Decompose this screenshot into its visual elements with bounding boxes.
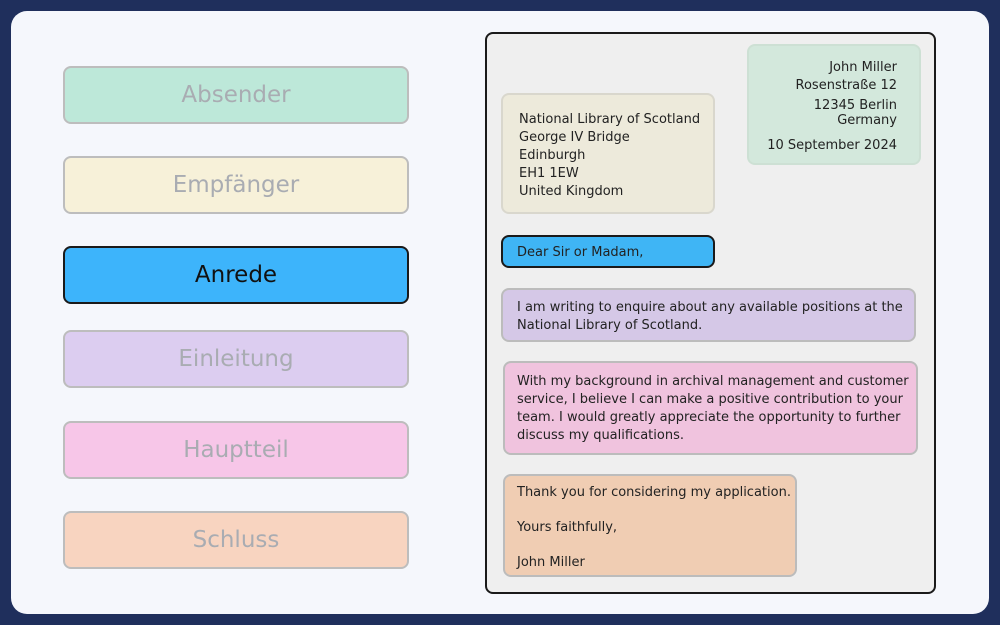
nav-button-label: Absender <box>181 82 291 108</box>
recipient-line: George IV Bridge <box>519 130 630 145</box>
closing-block[interactable]: Thank you for considering my application… <box>503 474 797 577</box>
main-body-line: team. I would greatly appreciate the opp… <box>517 410 901 425</box>
recipient-line: EH1 1EW <box>519 166 579 181</box>
closing-signature: John Miller <box>517 555 585 570</box>
nav-button-label: Schluss <box>192 527 280 553</box>
introduction-line: I am writing to enquire about any availa… <box>517 300 903 315</box>
sender-city: 12345 Berlin <box>813 98 897 113</box>
sender-country: Germany <box>837 113 897 128</box>
introduction-line: National Library of Scotland. <box>517 318 703 333</box>
sender-street: Rosenstraße 12 <box>795 78 897 93</box>
main-body-line: service, I believe I can make a positive… <box>517 392 903 407</box>
recipient-block[interactable]: National Library of Scotland George IV B… <box>501 93 715 214</box>
main-body-block[interactable]: With my background in archival managemen… <box>503 361 918 455</box>
closing-signoff: Yours faithfully, <box>517 520 618 535</box>
nav-button-label: Anrede <box>194 262 278 288</box>
recipient-line: National Library of Scotland <box>519 112 701 127</box>
sender-block[interactable]: John Miller Rosenstraße 12 12345 Berlin … <box>747 44 921 165</box>
nav-button-schluss[interactable]: Schluss <box>63 511 409 569</box>
sender-name: John Miller <box>829 60 897 75</box>
nav-button-einleitung[interactable]: Einleitung <box>63 330 409 388</box>
main-body-line: With my background in archival managemen… <box>517 374 909 389</box>
salutation-block[interactable]: Dear Sir or Madam, <box>501 235 715 268</box>
nav-button-absender[interactable]: Absender <box>63 66 409 124</box>
nav-button-label: Einleitung <box>178 346 294 372</box>
nav-button-label: Empfänger <box>172 172 300 198</box>
nav-button-label: Hauptteil <box>183 437 289 463</box>
salutation-text: Dear Sir or Madam, <box>517 245 644 260</box>
nav-button-hauptteil[interactable]: Hauptteil <box>63 421 409 479</box>
introduction-block[interactable]: I am writing to enquire about any availa… <box>501 288 916 342</box>
main-body-line: discuss my qualifications. <box>517 428 684 443</box>
nav-button-empfaenger[interactable]: Empfänger <box>63 156 409 214</box>
nav-button-anrede[interactable]: Anrede <box>63 246 409 304</box>
letter-date: 10 September 2024 <box>767 138 897 153</box>
closing-thanks: Thank you for considering my application… <box>517 485 791 500</box>
recipient-line: Edinburgh <box>519 148 586 163</box>
recipient-line: United Kingdom <box>519 184 624 199</box>
